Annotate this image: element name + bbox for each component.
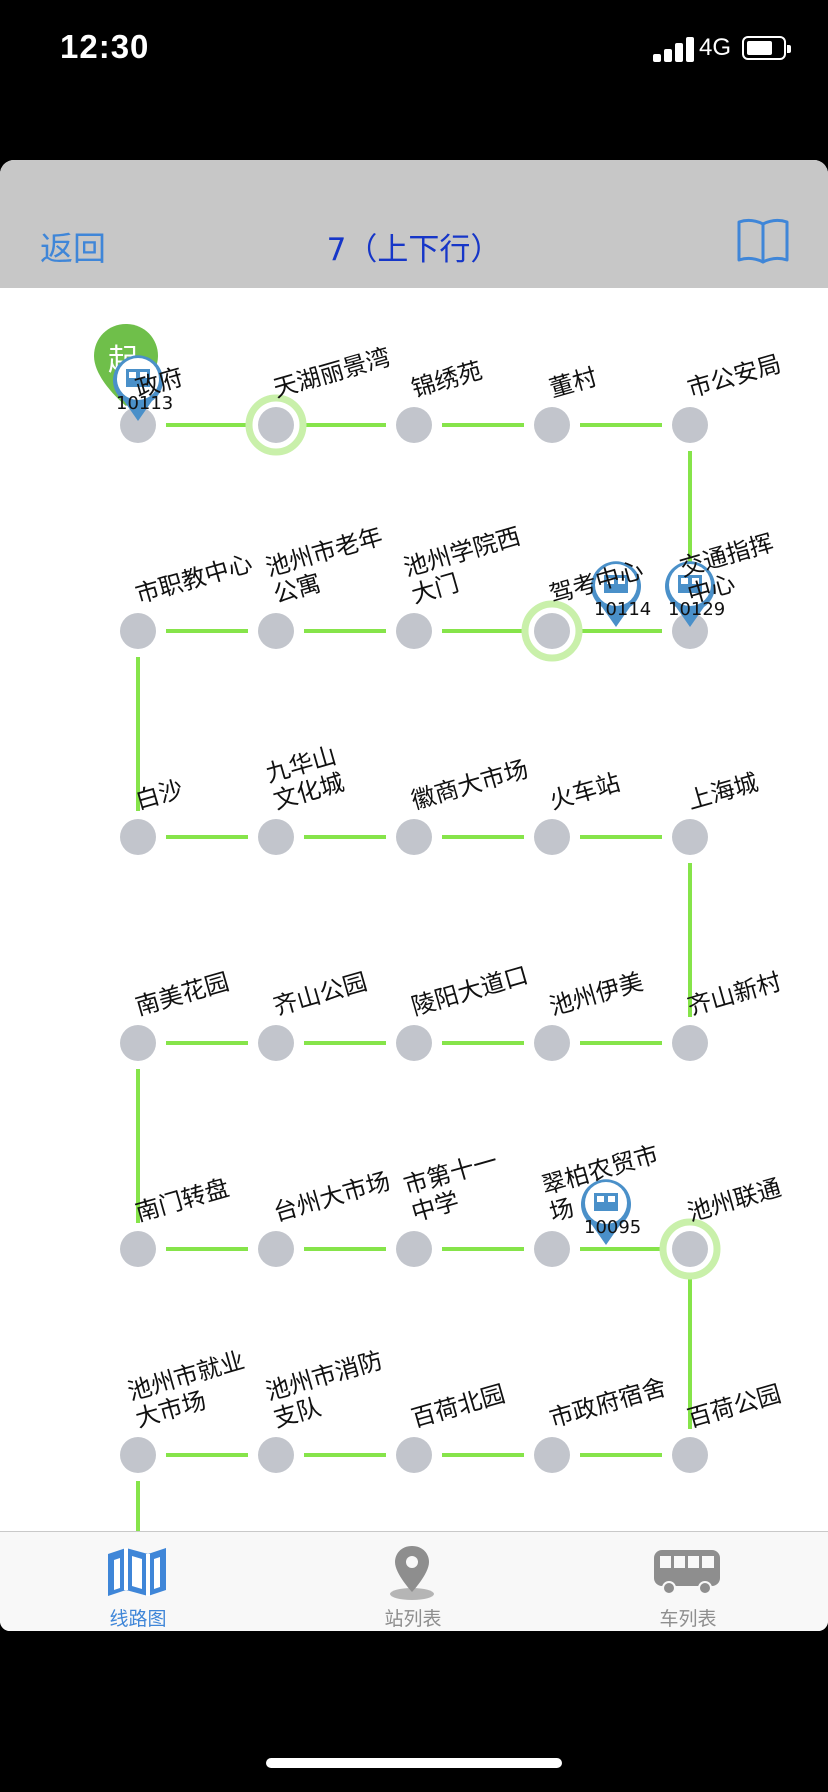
tab-station-list[interactable]: 站列表 bbox=[313, 1532, 513, 1631]
station-dot bbox=[258, 407, 294, 443]
nav-bar: 返回 7（上下行） bbox=[0, 160, 828, 289]
station-dot bbox=[120, 1025, 156, 1061]
station-highlight bbox=[659, 1218, 721, 1280]
station-dot bbox=[534, 1025, 570, 1061]
station-dot bbox=[534, 1231, 570, 1267]
station-dot bbox=[120, 613, 156, 649]
status-bar: 12:30 4G bbox=[0, 0, 828, 100]
station-dot bbox=[120, 1231, 156, 1267]
tab-bus-list[interactable]: 车列表 bbox=[588, 1532, 788, 1631]
map-icon bbox=[108, 1548, 166, 1596]
tab-label: 站列表 bbox=[384, 1608, 442, 1630]
tab-label: 车列表 bbox=[659, 1608, 717, 1630]
back-button[interactable]: 返回 bbox=[40, 229, 106, 268]
bus-icon bbox=[594, 1193, 618, 1211]
station-dot bbox=[534, 1437, 570, 1473]
tab-label: 线路图 bbox=[109, 1608, 167, 1630]
station-dot bbox=[258, 1025, 294, 1061]
station-dot bbox=[672, 407, 708, 443]
station-dot bbox=[672, 1231, 708, 1267]
bus-icon bbox=[126, 369, 150, 387]
station-dot bbox=[396, 613, 432, 649]
bus-number: 10113 bbox=[116, 393, 173, 414]
location-pin-icon bbox=[390, 1546, 434, 1600]
bus-icon bbox=[678, 575, 702, 593]
station-dot bbox=[672, 1025, 708, 1061]
station-dot bbox=[258, 1437, 294, 1473]
signal-icon bbox=[653, 36, 705, 62]
station-dot bbox=[534, 613, 570, 649]
station-dot bbox=[258, 819, 294, 855]
bus-icon bbox=[604, 575, 628, 593]
bus-icon bbox=[654, 1550, 720, 1595]
network-type: 4G bbox=[699, 34, 732, 61]
bus-marker[interactable]: 10129 bbox=[664, 561, 725, 627]
book-icon[interactable] bbox=[735, 216, 791, 266]
battery-icon bbox=[742, 36, 791, 60]
home-indicator[interactable] bbox=[266, 1758, 562, 1768]
station-dot bbox=[672, 613, 708, 649]
station-dot bbox=[534, 407, 570, 443]
tab-route-map[interactable]: 线路图 bbox=[38, 1532, 238, 1631]
station-dot bbox=[258, 1231, 294, 1267]
bus-marker[interactable]: 10095 bbox=[581, 1179, 641, 1245]
station-highlight bbox=[521, 600, 583, 662]
bus-number: 10129 bbox=[668, 599, 725, 620]
station-highlight bbox=[245, 394, 307, 456]
station-dot bbox=[120, 407, 156, 443]
bus-marker[interactable]: 10114 bbox=[590, 561, 651, 627]
station-dot bbox=[396, 1025, 432, 1061]
station-dot bbox=[396, 407, 432, 443]
station-dot bbox=[120, 1437, 156, 1473]
station-dot bbox=[396, 1231, 432, 1267]
station-dot bbox=[396, 1437, 432, 1473]
bus-marker[interactable]: 10113 bbox=[113, 355, 173, 421]
app-screen: 返回 7（上下行） 起10113101141012910095 政府天湖丽景湾锦… bbox=[0, 160, 828, 1631]
station-dot bbox=[672, 819, 708, 855]
status-time: 12:30 bbox=[60, 28, 150, 65]
bus-number: 10114 bbox=[594, 599, 651, 620]
station-dot bbox=[672, 1437, 708, 1473]
station-dot bbox=[258, 613, 294, 649]
tab-bar: 线路图 站列表 车列表 bbox=[0, 1531, 828, 1631]
bus-number: 10095 bbox=[584, 1217, 641, 1238]
route-map[interactable]: 起10113101141012910095 政府天湖丽景湾锦绣苑董村市公安局市职… bbox=[0, 288, 828, 1534]
station-dot bbox=[120, 819, 156, 855]
route-diagram: 起10113101141012910095 bbox=[94, 324, 725, 1534]
station-dot bbox=[534, 819, 570, 855]
station-dot bbox=[396, 819, 432, 855]
page-title: 7（上下行） bbox=[326, 232, 502, 268]
